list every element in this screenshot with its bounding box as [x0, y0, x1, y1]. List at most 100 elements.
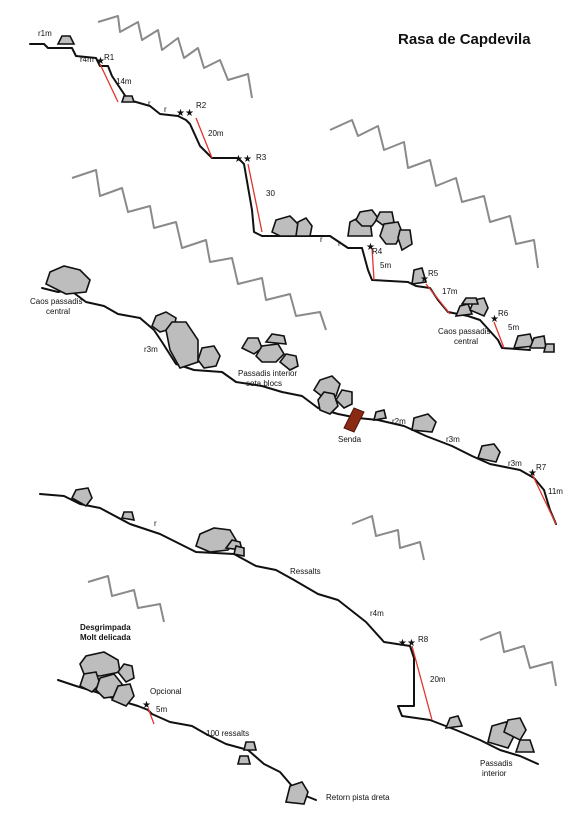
label-r-b: r — [164, 105, 167, 114]
label-5m-c: 5m — [156, 705, 167, 714]
boulder — [70, 487, 93, 508]
boulder — [45, 265, 91, 295]
label-r1: R1 — [104, 53, 115, 62]
rappels — [99, 63, 557, 725]
anchor-optional-icon: ★ — [142, 700, 151, 711]
boulder — [264, 333, 288, 345]
anchor-r1-icon: ★ — [96, 56, 105, 67]
anchor-r6-icon: ★ — [490, 314, 499, 325]
anchor-r2-icon: ★★ — [176, 108, 194, 119]
boulder — [120, 95, 136, 103]
boulder — [528, 335, 547, 349]
boulder — [514, 739, 536, 753]
boulder — [444, 715, 464, 729]
boulder — [195, 527, 237, 553]
boulder — [79, 671, 101, 693]
label-r7: R7 — [536, 463, 547, 472]
label-14m: 14m — [116, 77, 132, 86]
boulders — [45, 35, 555, 805]
canyon-walls — [71, 15, 557, 687]
boulder — [476, 443, 501, 463]
label-r5: R5 — [428, 269, 439, 278]
label-r4m-top: r4m — [80, 55, 94, 64]
boulder — [233, 545, 245, 557]
boulder — [542, 343, 555, 353]
rappel-r7-line — [531, 473, 557, 525]
boulder — [240, 337, 263, 355]
label-r-e: r — [154, 519, 157, 528]
anchor-r3-icon: ★★ — [234, 154, 252, 165]
label-r1m: r1m — [38, 29, 52, 38]
label-r-c: r — [320, 235, 323, 244]
label-11m: 11m — [548, 487, 563, 496]
label-desgrimpada-2: Molt delicada — [80, 633, 131, 642]
boulder — [295, 216, 313, 237]
label-r8: R8 — [418, 635, 429, 644]
label-r3m-c: r3m — [508, 459, 522, 468]
boulder — [411, 267, 428, 285]
label-caos-right-1: Caos passadis — [438, 327, 490, 336]
boulder — [242, 741, 258, 751]
label-senda: Senda — [338, 435, 362, 444]
boulder — [317, 391, 339, 415]
boulder — [411, 413, 437, 433]
rappel-r6-line — [493, 321, 505, 349]
label-r-a: r — [148, 99, 151, 108]
boulder — [355, 209, 379, 227]
label-retorn: Retorn pista dreta — [326, 793, 390, 802]
label-passadis-sota-2: sota blocs — [246, 379, 282, 388]
rappel-r4-line — [371, 247, 375, 281]
anchors: ★ ★★ ★★ ★ ★ ★ ★ ★★ ★ — [96, 56, 537, 711]
rappel-r1-line — [99, 63, 119, 103]
label-20m-a: 20m — [208, 129, 224, 138]
anchor-r4-icon: ★ — [366, 242, 375, 253]
label-r-d: r — [338, 239, 341, 248]
boulder — [110, 683, 135, 707]
anchor-r7-icon: ★ — [528, 468, 537, 479]
label-r3m-b: r3m — [446, 435, 460, 444]
label-desgrimpada-1: Desgrimpada — [80, 623, 131, 632]
label-caos-left-1: Caos passadis — [30, 297, 82, 306]
boulder — [372, 409, 387, 421]
label-passadis-int-2: interior — [482, 769, 507, 778]
boulder — [512, 333, 536, 349]
label-17m: 17m — [442, 287, 458, 296]
labels: r1m r4m R1 14m r r R2 20m R3 30 r r R4 5… — [30, 29, 563, 802]
boulder — [236, 755, 252, 765]
rappel-optional-line — [147, 707, 155, 725]
senda-path-marker — [343, 407, 365, 433]
label-r4m-mid: r4m — [370, 609, 384, 618]
boulder — [278, 353, 299, 371]
anchor-r5-icon: ★ — [420, 274, 429, 285]
label-5m-a: 5m — [380, 261, 391, 270]
anchor-r8-icon: ★★ — [398, 638, 416, 649]
boulder — [254, 343, 286, 363]
label-r4: R4 — [372, 247, 383, 256]
label-r3: R3 — [256, 153, 267, 162]
rappel-r5-line — [425, 283, 451, 315]
boulder — [79, 651, 121, 677]
boulder — [197, 345, 221, 369]
label-5m-b: 5m — [508, 323, 519, 332]
boulder — [116, 663, 135, 684]
boulder — [271, 215, 299, 237]
rappel-r3-line — [247, 163, 263, 233]
label-caos-left-2: central — [46, 307, 70, 316]
rappel-r2-line — [195, 117, 213, 159]
label-caos-right-2: central — [454, 337, 478, 346]
boulder — [503, 717, 527, 742]
diagram-title: Rasa de Capdevila — [398, 31, 531, 48]
boulder — [56, 35, 76, 45]
label-r2: R2 — [196, 101, 207, 110]
label-20m-b: 20m — [430, 675, 446, 684]
boulder — [334, 389, 353, 409]
label-passadis-sota-1: Passadis interior — [238, 369, 297, 378]
boulder — [285, 781, 309, 805]
label-opcional: Opcional — [150, 687, 182, 696]
label-r6: R6 — [498, 309, 509, 318]
label-100-ressalts: 100 ressalts — [206, 729, 249, 738]
label-r2m: r2m — [392, 417, 406, 426]
rappel-r8-line — [411, 645, 433, 721]
boulder — [460, 297, 480, 305]
